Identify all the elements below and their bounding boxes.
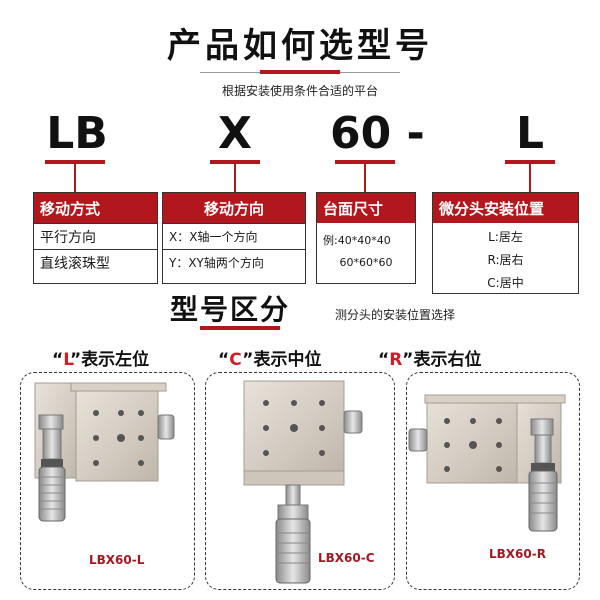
table-size-title: 台面尺寸 — [317, 193, 415, 223]
code-part-lb: LB — [46, 108, 108, 159]
position-text: 表示中位 — [253, 350, 322, 370]
product-panel-right: LBX60-R — [406, 372, 580, 590]
position-label-left: “L”表示左位 — [52, 345, 149, 370]
position-text: 表示右位 — [413, 350, 482, 370]
table-size-row-2: 60*60*60 — [339, 255, 393, 269]
stage-image-right — [408, 394, 566, 532]
product-panel-center: LBX60-C — [205, 372, 395, 590]
section-subtitle: 测分头的安装位置选择 — [335, 308, 456, 322]
move-mode-row-1: 平行方向 — [34, 223, 157, 249]
quote-open: “ — [52, 350, 64, 370]
code-part-l: L — [515, 108, 545, 159]
code-part-x: X — [218, 108, 252, 159]
move-dir-title: 移动方向 — [163, 193, 305, 223]
position-label-right: “R”表示右位 — [378, 345, 481, 370]
move-mode-box: 移动方式 平行方向 直线滚珠型 — [33, 192, 158, 284]
quote-close: ” — [242, 350, 254, 370]
move-dir-row-2: Y：XY轴两个方向 — [163, 249, 305, 275]
stage-image-center — [243, 380, 363, 584]
stage-image-left — [34, 382, 175, 522]
product-panel-left: LBX60-L — [20, 372, 195, 590]
code-bar-x — [210, 160, 260, 164]
connector-x — [234, 164, 236, 192]
move-dir-row-1: X：X轴一个方向 — [163, 223, 305, 249]
table-size-row-1: 例:40*40*40 — [323, 234, 391, 247]
model-label-right: LBX60-R — [489, 547, 546, 561]
table-size-box: 台面尺寸 例:40*40*40 60*60*60 — [316, 192, 416, 284]
micrometer-row-l: L:居左 — [488, 230, 523, 244]
position-letter: R — [389, 350, 403, 370]
quote-close: ” — [402, 350, 414, 370]
page-title: 产品如何选型号 — [167, 26, 433, 66]
title-divider-left — [200, 72, 260, 73]
code-bar-l — [505, 160, 555, 164]
connector-60 — [364, 164, 366, 192]
title-divider-right — [340, 72, 400, 73]
page-subtitle: 根据安装使用条件合适的平台 — [221, 84, 378, 98]
position-label-center: “C”表示中位 — [218, 345, 321, 370]
micrometer-row-c: C:居中 — [487, 276, 524, 290]
model-label-center: LBX60-C — [318, 551, 375, 565]
quote-close: ” — [69, 350, 82, 370]
connector-lb — [74, 164, 76, 192]
code-part-60: 60 - — [330, 108, 425, 159]
model-label-left: LBX60-L — [89, 553, 145, 567]
micrometer-title: 微分头安装位置 — [433, 193, 578, 223]
move-mode-row-2: 直线滚珠型 — [34, 249, 157, 275]
position-letter: C — [229, 350, 243, 370]
connector-l — [529, 164, 531, 192]
move-mode-title: 移动方式 — [34, 193, 157, 223]
position-text: 表示左位 — [81, 350, 150, 370]
micrometer-row-r: R:居右 — [487, 253, 524, 267]
title-underline — [260, 70, 340, 74]
quote-open: “ — [218, 350, 230, 370]
code-bar-60 — [335, 160, 395, 164]
quote-open: “ — [378, 350, 390, 370]
position-letter: L — [63, 350, 70, 370]
code-bar-lb — [45, 160, 105, 164]
micrometer-box: 微分头安装位置 L:居左 R:居右 C:居中 — [432, 192, 579, 294]
section-title: 型号区分 — [170, 293, 291, 326]
move-dir-box: 移动方向 X：X轴一个方向 Y：XY轴两个方向 — [162, 192, 306, 284]
section-underline — [200, 326, 280, 330]
